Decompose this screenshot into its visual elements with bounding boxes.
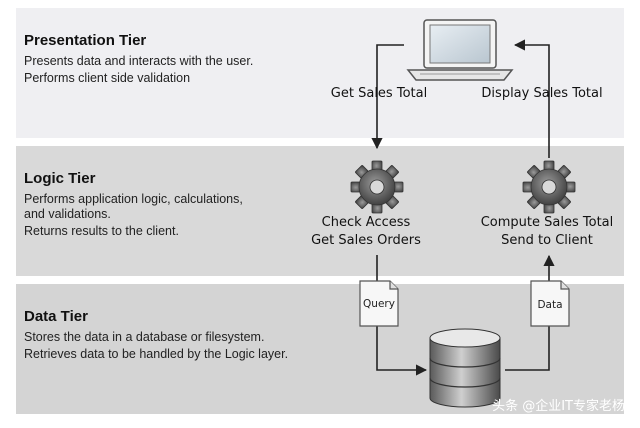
logic-tier-line-1: Performs application logic, calculations…	[24, 192, 243, 206]
gear-icon	[350, 160, 404, 214]
data-document-label: Data	[537, 299, 562, 311]
data-tier-title: Data Tier	[24, 308, 88, 325]
arrow-display-sales-total	[513, 39, 550, 158]
logic-tier-title: Logic Tier	[24, 170, 96, 187]
check-access-label: Check Access	[322, 215, 411, 230]
database-icon	[429, 328, 501, 408]
get-sales-total-label: Get Sales Total	[331, 86, 427, 101]
logic-tier-line-3: Returns results to the client.	[24, 224, 179, 238]
logic-tier-band: Logic Tier Performs application logic, c…	[16, 146, 624, 276]
display-sales-total-label: Display Sales Total	[481, 86, 602, 101]
presentation-tier-title: Presentation Tier	[24, 32, 147, 49]
laptop-icon	[406, 19, 514, 81]
gear-icon	[522, 160, 576, 214]
query-document-icon: Query	[359, 280, 399, 327]
send-to-client-label: Send to Client	[501, 233, 593, 248]
watermark: 头条 @企业IT专家老杨	[492, 398, 625, 414]
presentation-tier-line-2: Performs client side validation	[24, 71, 191, 85]
arrow-get-sales-total	[371, 44, 404, 150]
get-sales-orders-label: Get Sales Orders	[311, 233, 421, 248]
data-tier-line-2: Retrieves data to be handled by the Logi…	[24, 347, 289, 361]
presentation-tier-line-1: Presents data and interacts with the use…	[24, 54, 254, 68]
logic-tier-line-2: and validations.	[24, 207, 111, 221]
data-tier-band: Data Tier Stores the data in a database …	[16, 284, 624, 414]
presentation-tier-band: Presentation Tier Presents data and inte…	[16, 8, 624, 138]
data-tier-line-1: Stores the data in a database or filesys…	[24, 330, 265, 344]
query-document-label: Query	[363, 298, 395, 310]
data-document-icon: Data	[530, 280, 570, 327]
compute-sales-total-label: Compute Sales Total	[481, 215, 614, 230]
